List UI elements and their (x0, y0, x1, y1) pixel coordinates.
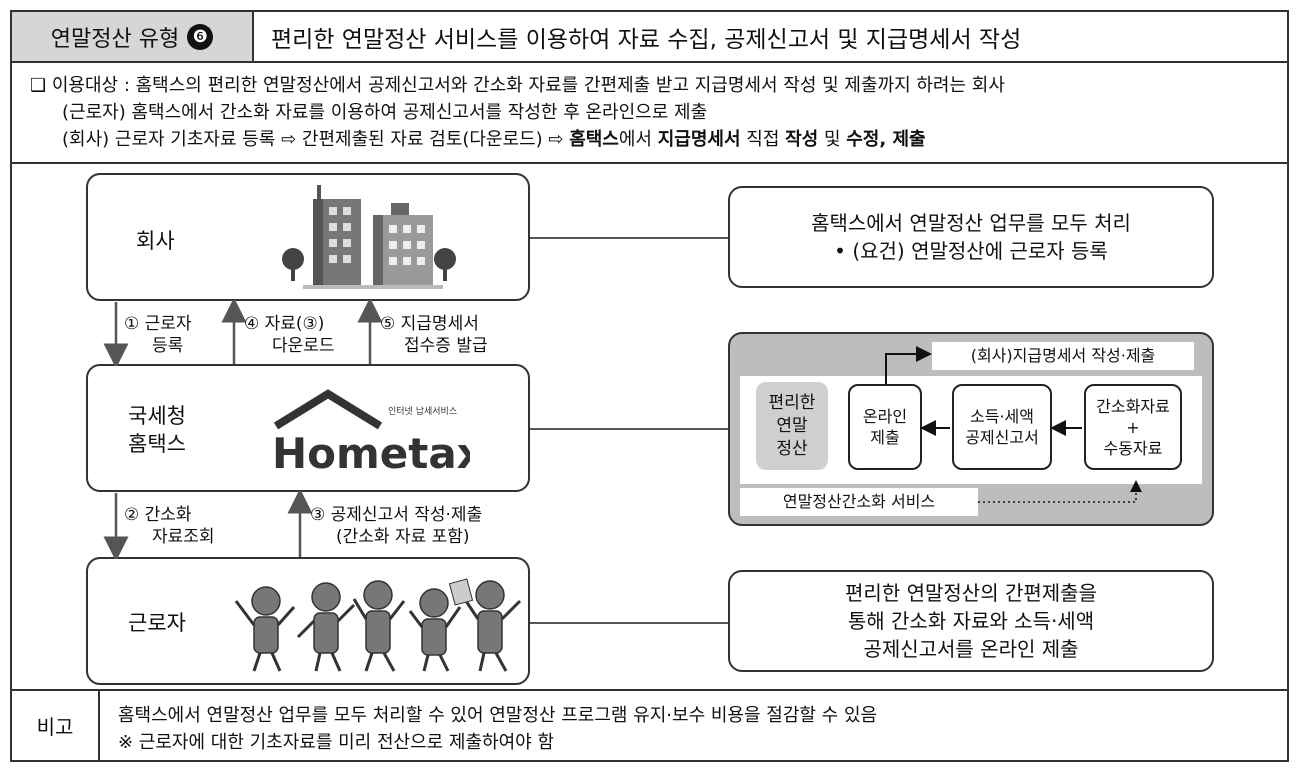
info-line1: ❑ 이용대상 : 홈택스의 편리한 연말정산에서 공제신고서와 간소화 자료를 … (30, 75, 1005, 96)
remarks-line1: 홈택스에서 연말정산 업무를 모두 처리할 수 있어 연말정산 프로그램 유지·… (118, 705, 878, 726)
arrow3-label: ③ 공제신고서 작성·제출(간소화 자료 포함) (310, 505, 483, 547)
worker-desc-line3: 공제신고서를 온라인 제출 (863, 637, 1079, 661)
remarks-text: 홈택스에서 연말정산 업무를 모두 처리할 수 있어 연말정산 프로그램 유지·… (118, 702, 877, 756)
nts-label-line2: 홈택스 (128, 432, 186, 456)
divider (12, 162, 1287, 164)
bullet-icon: ❑ (30, 75, 47, 96)
flow-data-box: 간소화자료+수동자료 (1084, 384, 1182, 470)
workers-icon (234, 578, 522, 672)
divider (12, 61, 1287, 63)
page-frame (10, 10, 1289, 762)
page-title: 편리한 연말정산 서비스를 이용하여 자료 수집, 공제신고서 및 지급명세서 … (271, 26, 1022, 53)
type-label-cell: 연말정산 유형 ❻ (12, 12, 254, 61)
type-number-badge: ❻ (187, 23, 214, 50)
worker-label: 근로자 (128, 611, 186, 635)
connector-line (530, 428, 728, 430)
worker-node: 근로자 (86, 557, 530, 685)
svg-text:Hometax.: Hometax. (272, 429, 470, 472)
nts-label-line1: 국세청 (128, 404, 186, 428)
company-desc-box: 홈택스에서 연말정산 업무를 모두 처리 • (요건) 연말정산에 근로자 등록 (728, 186, 1214, 288)
info-line3: (회사) 근로자 기초자료 등록 ⇨ 간편제출된 자료 검토(다운로드) ⇨ 홈… (62, 129, 926, 150)
hometax-logo: 인터넷 납세서비스 Hometax. (272, 389, 470, 472)
company-desc-line1: 홈택스에서 연말정산 업무를 모두 처리 (811, 211, 1131, 235)
hometax-node: 국세청 홈택스 인터넷 납세서비스 Hometax. (86, 364, 530, 492)
type-label: 연말정산 유형 (50, 26, 180, 52)
worker-desc-line1: 편리한 연말정산의 간편제출을 (845, 581, 1097, 605)
arrows-hometax-worker (103, 491, 313, 559)
arrows-company-hometax (103, 300, 383, 366)
info-line2: (근로자) 홈택스에서 간소화 자료를 이용하여 공제신고서를 작성한 후 온라… (62, 102, 708, 123)
connector-line (530, 237, 728, 239)
worker-desc-line2: 통해 간소화 자료와 소득·세액 (847, 609, 1095, 633)
svg-text:인터넷 납세서비스: 인터넷 납세서비스 (388, 406, 457, 417)
flow-top-label: (회사)지급명세서 작성·제출 (932, 342, 1194, 370)
worker-desc-box: 편리한 연말정산의 간편제출을 통해 간소화 자료와 소득·세액 공제신고서를 … (728, 570, 1214, 672)
buildings-icon (282, 185, 456, 289)
divider (12, 689, 1287, 691)
flow-arrows (885, 346, 1142, 503)
remarks-label: 비고 (12, 690, 100, 760)
info-block: ❑ 이용대상 : 홈택스의 편리한 연말정산에서 공제신고서와 간소화 자료를 … (30, 72, 1280, 153)
flow-bottom-label: 연말정산간소화 서비스 (740, 488, 978, 516)
company-label: 회사 (136, 229, 175, 253)
connector-line (530, 622, 728, 624)
remarks-line2: ※ 근로자에 대한 기초자료를 미리 전산으로 제출하여야 함 (118, 732, 555, 753)
arrow4-label: ④ 자료(③)다운로드 (244, 314, 335, 356)
company-node: 회사 (86, 173, 530, 301)
company-desc-line2: • (요건) 연말정산에 근로자 등록 (834, 239, 1108, 263)
